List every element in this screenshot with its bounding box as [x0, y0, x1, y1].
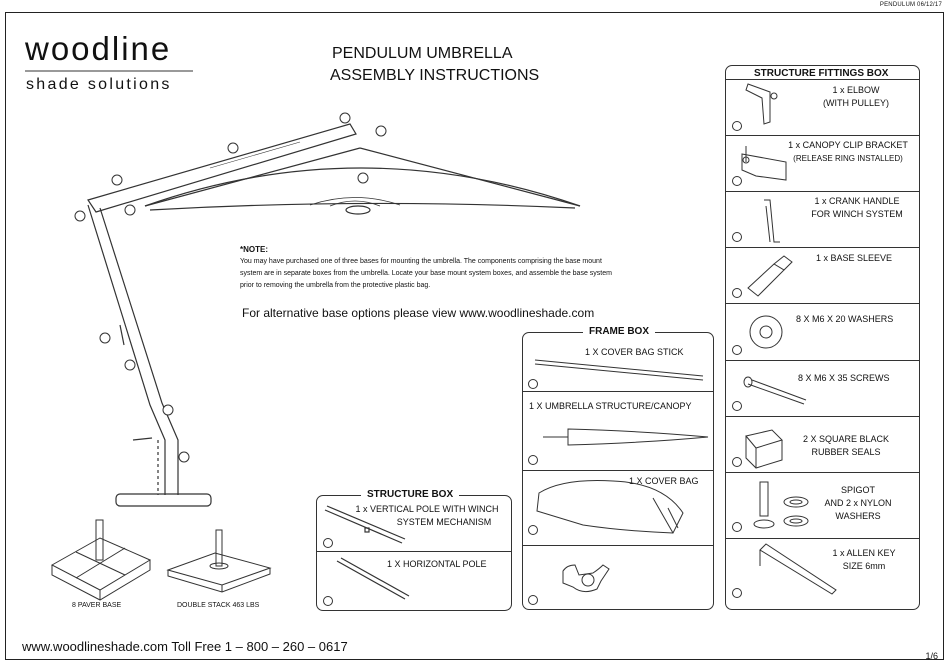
brand-tagline: shade solutions: [26, 76, 172, 93]
fitting-item-rubber-seals: 2 X SQUARE BLACK RUBBER SEALS: [796, 433, 896, 459]
vertical-pole-illustration: [324, 505, 410, 600]
item-callout-circle: [732, 176, 742, 186]
divider: [726, 538, 919, 539]
item-line: FOR WINCH SYSTEM: [811, 209, 903, 219]
structure-item-vertical-pole: 1 x VERTICAL POLE WITH WINCH SYSTEM MECH…: [347, 503, 507, 529]
frame-box-illustrations: [534, 359, 709, 593]
item-line: RUBBER SEALS: [811, 447, 881, 457]
fitting-item-washers: 8 X M6 X 20 WASHERS: [796, 314, 894, 324]
structure-fittings-box: STRUCTURE FITTINGS BOX 1 x ELBOW (WITH P…: [725, 65, 920, 610]
item-callout-circle: [732, 288, 742, 298]
page-title: PENDULUM UMBRELLA: [332, 45, 513, 62]
alternative-base-text: For alternative base options please view…: [242, 306, 595, 320]
fitting-item-allen-key: 1 x ALLEN KEY SIZE 6mm: [824, 547, 904, 573]
footer-contact: www.woodlineshade.com Toll Free 1 – 800 …: [22, 639, 348, 654]
item-line: 1 x ELBOW: [832, 85, 880, 95]
item-callout-circle: [732, 522, 742, 532]
page-number: 1/6: [925, 651, 938, 661]
item-line: SPIGOT: [840, 485, 875, 495]
divider: [726, 247, 919, 248]
item-callout-circle: [732, 121, 742, 131]
item-callout-circle: [732, 457, 742, 467]
fitting-item-crank-handle: 1 x CRANK HANDLE FOR WINCH SYSTEM: [802, 195, 912, 221]
divider: [317, 551, 511, 552]
brand-logo: woodline: [25, 30, 172, 67]
item-callout-circle: [528, 595, 538, 605]
fitting-item-spigot: SPIGOT AND 2 x NYLON WASHERS: [818, 484, 898, 523]
item-callout-circle: [732, 401, 742, 411]
frame-item-umbrella-structure: 1 X UMBRELLA STRUCTURE/CANOPY: [529, 401, 692, 411]
note-heading: *NOTE:: [240, 245, 268, 254]
item-line: 2 X SQUARE BLACK: [802, 434, 890, 444]
item-line: 1 x CANOPY CLIP BRACKET: [788, 140, 908, 150]
item-line: 1 x CRANK HANDLE: [814, 196, 900, 206]
divider: [726, 360, 919, 361]
divider: [726, 79, 919, 80]
item-callout-circle: [323, 596, 333, 606]
frame-box: FRAME BOX 1 X COVER BAG STICK 1 X UMBREL…: [522, 326, 714, 610]
item-line: 1 x VERTICAL POLE WITH WINCH: [355, 504, 499, 514]
stack-base-caption: DOUBLE STACK 463 LBS: [177, 602, 260, 609]
divider: [726, 472, 919, 473]
fitting-item-canopy-clip: 1 x CANOPY CLIP BRACKET (RELEASE RING IN…: [778, 139, 918, 165]
item-callout-circle: [732, 345, 742, 355]
divider: [523, 545, 713, 546]
frame-box-title: FRAME BOX: [583, 326, 655, 337]
fittings-box-title: STRUCTURE FITTINGS BOX: [754, 68, 889, 79]
divider: [726, 135, 919, 136]
paver-base-caption: 8 PAVER BASE: [72, 602, 122, 609]
item-line: WASHERS: [835, 511, 881, 521]
divider: [523, 470, 713, 471]
item-callout-circle: [732, 232, 742, 242]
frame-item-cover-bag: 1 X COVER BAG: [629, 476, 699, 486]
item-line: (RELEASE RING INSTALLED): [793, 154, 903, 163]
item-callout-circle: [323, 538, 333, 548]
fitting-item-screws: 8 X M6 X 35 SCREWS: [798, 373, 890, 383]
fittings-illustrations: [741, 83, 837, 595]
item-line: (WITH PULLEY): [822, 98, 889, 108]
divider: [726, 303, 919, 304]
fitting-item-base-sleeve: 1 x BASE SLEEVE: [816, 253, 893, 263]
document-code: PENDULUM 06/12/17: [879, 2, 942, 8]
page-frame: [5, 12, 944, 660]
item-line: SYSTEM MECHANISM: [396, 517, 492, 527]
fitting-item-elbow: 1 x ELBOW (WITH PULLEY): [818, 84, 894, 110]
divider: [726, 191, 919, 192]
brand-divider: [25, 70, 193, 72]
divider: [523, 391, 713, 392]
item-line: AND 2 x NYLON: [824, 498, 892, 508]
item-line: SIZE 6mm: [842, 561, 886, 571]
structure-item-horizontal-pole: 1 X HORIZONTAL POLE: [387, 559, 487, 569]
item-line: 1 x ALLEN KEY: [832, 548, 896, 558]
note-body: You may have purchased one of three base…: [240, 258, 612, 289]
page-subtitle: ASSEMBLY INSTRUCTIONS: [330, 67, 540, 84]
divider: [726, 416, 919, 417]
frame-item-cover-bag-stick: 1 X COVER BAG STICK: [585, 347, 684, 357]
structure-box: STRUCTURE BOX 1 x VERTICAL POLE WITH WIN…: [316, 489, 512, 611]
item-callout-circle: [528, 379, 538, 389]
item-callout-circle: [732, 588, 742, 598]
item-callout-circle: [528, 525, 538, 535]
item-callout-circle: [528, 455, 538, 465]
structure-box-title: STRUCTURE BOX: [361, 489, 460, 500]
